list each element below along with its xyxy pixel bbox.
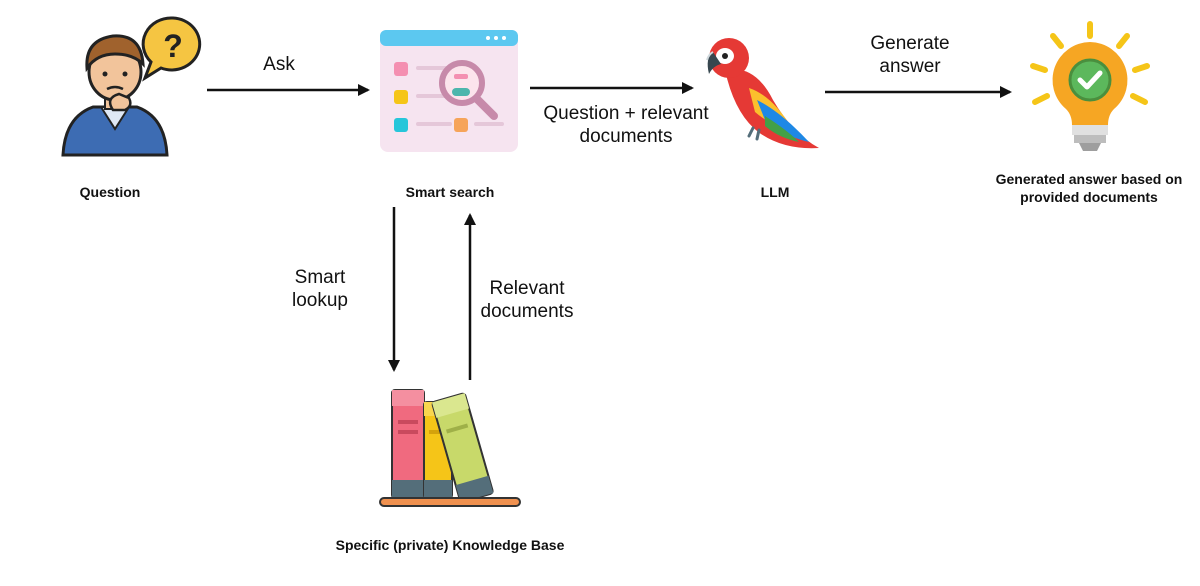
parrot-icon (706, 38, 819, 149)
node-label-answer: Generated answer based on provided docum… (995, 171, 1183, 205)
lightbulb-check-icon (1030, 21, 1150, 151)
node-label-question: Question (79, 184, 141, 200)
node-label-llm: LLM (760, 184, 790, 200)
edge-label-question-docs: Question + relevant documents (543, 103, 709, 147)
edge-label-smart-lookup: Smart lookup (292, 267, 348, 311)
search-window-icon (380, 30, 518, 152)
node-label-smart-search: Smart search (405, 184, 495, 200)
edge-label-ask: Ask (263, 54, 295, 75)
thinking-person-icon: ? (61, 16, 202, 157)
books-icon (379, 389, 521, 507)
edge-label-generate: Generate answer (870, 33, 950, 77)
svg-text:?: ? (163, 28, 183, 64)
node-label-knowledge-base: Specific (private) Knowledge Base (335, 537, 565, 553)
edge-label-relevant-docs: Relevant documents (480, 278, 574, 322)
